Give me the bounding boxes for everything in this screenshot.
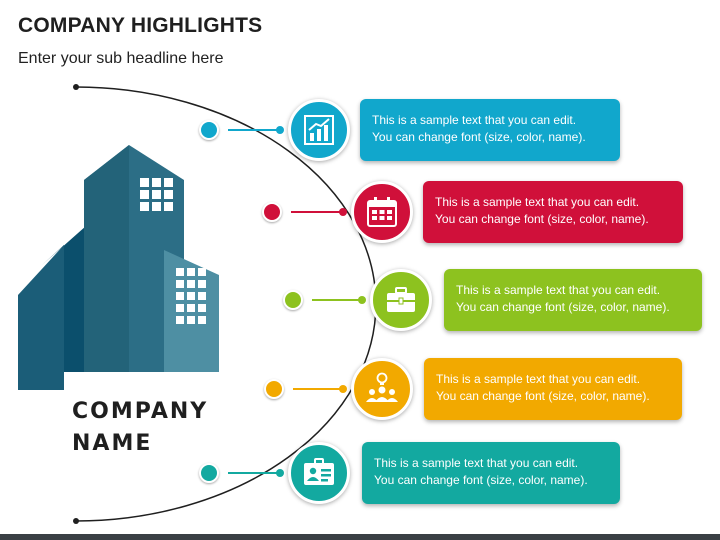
company-name-line1: COMPANY [72, 399, 209, 424]
page-subtitle: Enter your sub headline here [18, 50, 224, 67]
highlight-1-dot [199, 120, 219, 140]
highlight-3-text-line2: You can change font (size, color, name). [456, 300, 670, 314]
highlight-5-dot [199, 463, 219, 483]
highlight-4-connector [293, 385, 347, 393]
highlight-1-connector [228, 126, 284, 134]
highlight-5-connector [228, 469, 284, 477]
highlight-2-icon-circle [351, 181, 413, 243]
highlight-4-dot [264, 379, 284, 399]
highlight-2-dot [262, 202, 282, 222]
highlight-3-icon-circle [370, 269, 432, 331]
highlight-1-icon-circle [288, 99, 350, 161]
highlight-5-icon-circle [288, 442, 350, 504]
highlight-2-text-line1: This is a sample text that you can edit. [435, 195, 640, 209]
highlight-1-text-box[interactable]: This is a sample text that you can edit.… [360, 99, 620, 161]
bar-chart-icon [304, 115, 334, 145]
calendar-icon [367, 197, 397, 227]
highlight-4-text-line2: You can change font (size, color, name). [436, 389, 650, 403]
team-idea-icon [366, 372, 398, 402]
highlight-4-text-line1: This is a sample text that you can edit. [436, 372, 641, 386]
building-icon [18, 145, 224, 400]
company-name-line2: NAME [72, 431, 153, 456]
highlight-5-text-line1: This is a sample text that you can edit. [374, 456, 579, 470]
highlight-4-text-box[interactable]: This is a sample text that you can edit.… [424, 358, 682, 420]
highlight-3-text-line1: This is a sample text that you can edit. [456, 283, 661, 297]
highlight-2-text-box[interactable]: This is a sample text that you can edit.… [423, 181, 683, 243]
highlight-3-dot [283, 290, 303, 310]
highlight-5-text-line2: You can change font (size, color, name). [374, 473, 588, 487]
highlight-4-icon-circle [351, 358, 413, 420]
highlight-2-connector [291, 208, 347, 216]
briefcase-icon [387, 287, 415, 312]
id-card-icon [304, 458, 334, 485]
arc-start-dot [73, 84, 79, 90]
highlight-2-text-line2: You can change font (size, color, name). [435, 212, 649, 226]
company-name: COMPANY NAME [72, 396, 208, 460]
highlight-3-connector [312, 296, 366, 304]
arc-end-dot [73, 518, 79, 524]
footer-bar [0, 534, 720, 540]
highlight-3-text-box[interactable]: This is a sample text that you can edit.… [444, 269, 702, 331]
highlight-1-text-line2: You can change font (size, color, name). [372, 130, 586, 144]
highlight-5-text-box[interactable]: This is a sample text that you can edit.… [362, 442, 620, 504]
page-title: COMPANY HIGHLIGHTS [18, 14, 263, 37]
highlight-1-text-line1: This is a sample text that you can edit. [372, 113, 577, 127]
